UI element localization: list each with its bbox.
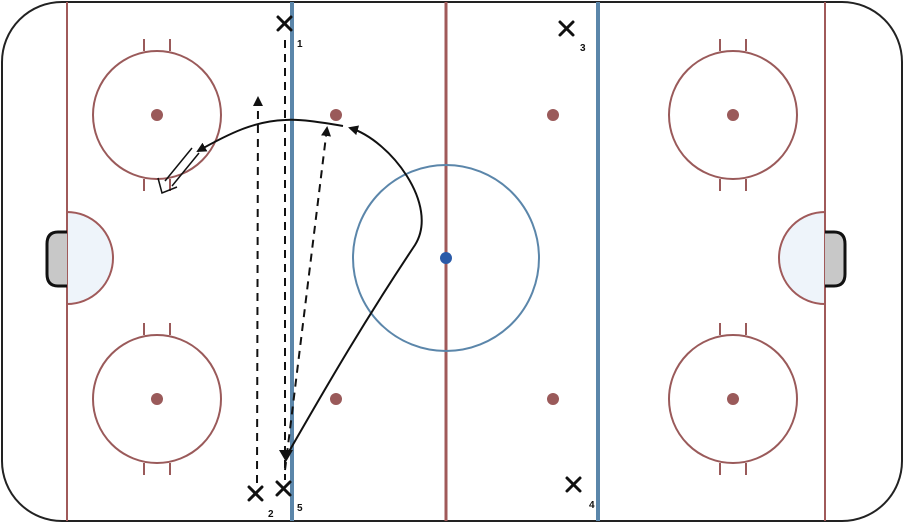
skate-path-solid xyxy=(286,125,423,456)
player-5-marker: 5 xyxy=(275,480,303,514)
player-label: 2 xyxy=(268,509,274,520)
neutral-dot-right-top xyxy=(547,109,559,121)
x-icon xyxy=(276,15,293,32)
player-3-marker: 3 xyxy=(558,20,586,54)
shot-path-double xyxy=(157,147,200,195)
player-label: 1 xyxy=(297,39,303,50)
player-label: 3 xyxy=(580,43,586,54)
neutral-dot-left-bottom xyxy=(330,393,342,405)
player-label: 5 xyxy=(297,503,303,514)
player-2-marker: 2 xyxy=(247,485,274,520)
crease-right xyxy=(778,210,826,306)
net-left xyxy=(45,230,67,288)
faceoff-circle-left-bottom xyxy=(92,323,222,475)
pass-path-dashed xyxy=(284,126,331,471)
neutral-dot-left-top xyxy=(330,109,342,121)
x-icon xyxy=(275,480,292,497)
player-1-marker: 1 xyxy=(276,15,303,50)
faceoff-circle-right-top xyxy=(668,39,798,191)
faceoff-circle-left-top xyxy=(92,39,222,191)
x-icon xyxy=(247,485,264,502)
crease-left xyxy=(66,210,114,306)
faceoff-circle-right-bottom xyxy=(668,323,798,475)
x-icon xyxy=(565,476,582,493)
player-4-marker: 4 xyxy=(565,476,595,511)
center-faceoff-dot xyxy=(440,252,452,264)
skate-path-solid xyxy=(196,118,344,152)
player-label: 4 xyxy=(589,500,595,511)
neutral-dot-right-bottom xyxy=(547,393,559,405)
skate-path-arrowhead xyxy=(279,450,293,462)
center-circle xyxy=(352,164,540,352)
x-icon xyxy=(558,20,575,37)
net-right xyxy=(825,230,847,288)
